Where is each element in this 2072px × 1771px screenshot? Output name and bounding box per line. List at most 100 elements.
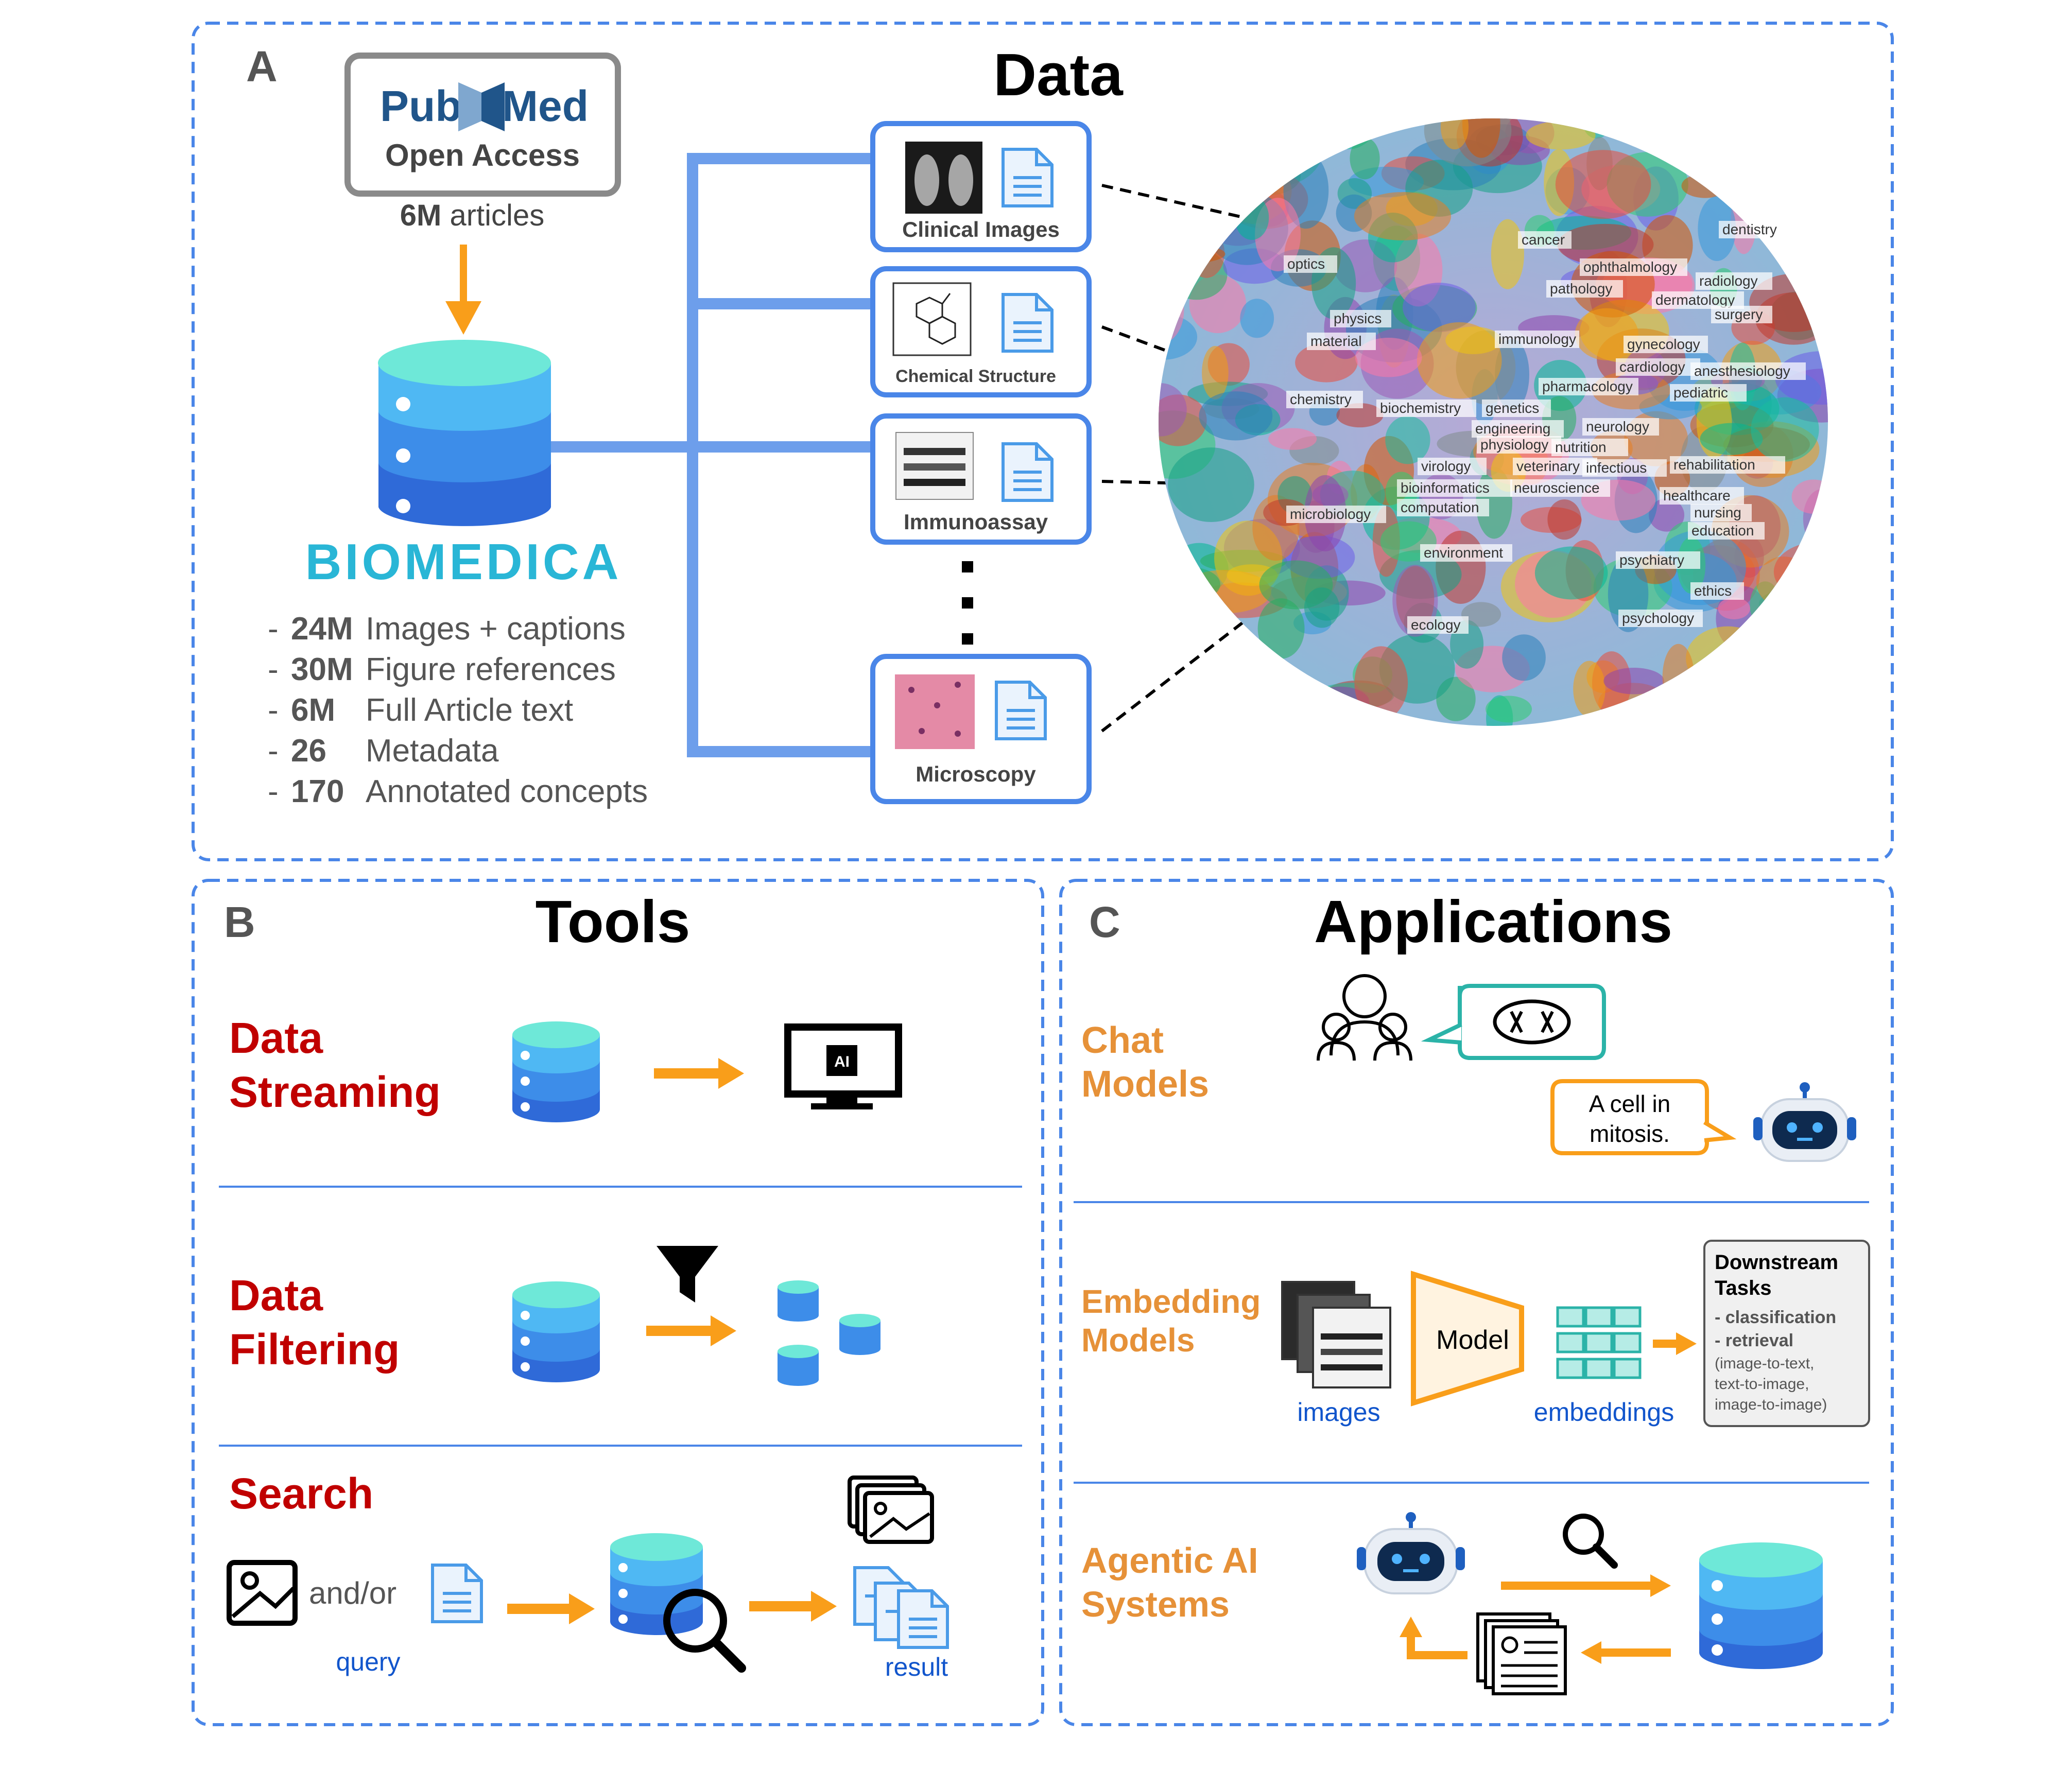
svg-text:physics: physics <box>1334 310 1382 326</box>
cloud-cluster-blob <box>1159 118 1232 165</box>
image-stack-icon <box>1281 1281 1391 1388</box>
svg-text:veterinary: veterinary <box>1516 458 1580 474</box>
svg-text:cardiology: cardiology <box>1619 359 1685 375</box>
cloud-cluster-blob <box>1526 121 1596 150</box>
tool-heading-search: Search <box>229 1469 373 1518</box>
document-icon <box>1002 442 1054 502</box>
cloud-cluster-blob <box>1798 118 1828 150</box>
task-detail: image-to-image) <box>1715 1396 1827 1413</box>
concept-label: infectious <box>1582 459 1667 477</box>
cloud-cluster-blob <box>1491 219 1524 289</box>
downstream-tasks-box: Downstream Tasks - classification - retr… <box>1703 1240 1870 1427</box>
document-icon <box>995 681 1047 740</box>
concept-label: neuroscience <box>1510 479 1610 497</box>
svg-text:nutrition: nutrition <box>1555 439 1607 455</box>
cloud-cluster-blob <box>1168 447 1254 523</box>
panel-b-title: Tools <box>536 888 690 955</box>
svg-text:gynecology: gynecology <box>1627 336 1700 352</box>
concept-label: genetics <box>1482 400 1551 417</box>
svg-text:microbiology: microbiology <box>1290 506 1371 522</box>
pubmed-logo-med: Med <box>502 82 589 130</box>
svg-text:biochemistry: biochemistry <box>1380 400 1461 416</box>
app-heading-embedding: Models <box>1081 1322 1195 1359</box>
concept-label: bioinformatics <box>1397 479 1512 497</box>
cloud-cluster-blob <box>1502 634 1546 681</box>
svg-text:rehabilitation: rehabilitation <box>1673 457 1755 473</box>
svg-text:ophthalmology: ophthalmology <box>1583 259 1677 275</box>
panel-c-border <box>1059 879 1894 1726</box>
model-label: Model <box>1436 1325 1509 1355</box>
concept-label: radiology <box>1696 272 1772 290</box>
more-modalities-ellipsis <box>962 561 973 645</box>
tool-heading-filtering: Data <box>229 1271 323 1319</box>
svg-text:education: education <box>1691 523 1754 539</box>
concept-label: microbiology <box>1286 506 1386 523</box>
svg-text:psychology: psychology <box>1622 610 1694 626</box>
pubmed-count: 6M articles <box>400 199 544 232</box>
cloud-cluster-blob <box>1668 697 1703 726</box>
concept-label: cardiology <box>1616 358 1700 376</box>
task-detail: text-to-image, <box>1715 1376 1809 1393</box>
cloud-cluster-blob <box>1573 661 1605 717</box>
cloud-cluster-blob <box>1813 118 1828 144</box>
cloud-cluster-blob <box>1240 675 1272 726</box>
cloud-cluster-blob <box>1350 137 1380 180</box>
ai-monitor-icon: AI <box>784 1023 902 1109</box>
svg-text:radiology: radiology <box>1699 273 1758 289</box>
cloud-cluster-blob <box>1739 118 1825 177</box>
svg-text:virology: virology <box>1421 458 1471 474</box>
svg-text:physiology: physiology <box>1480 437 1548 453</box>
concept-label: computation <box>1397 499 1489 516</box>
concept-label: physics <box>1330 310 1391 327</box>
histology-thumbnail <box>895 674 975 749</box>
user-group-icon <box>1317 974 1412 1061</box>
cloud-cluster-blob <box>1159 314 1198 360</box>
concept-label: material <box>1307 333 1376 350</box>
modality-label: Immunoassay <box>904 510 1048 534</box>
cloud-cluster-blob <box>1268 428 1317 450</box>
cloud-cluster-blob <box>1200 118 1284 139</box>
cloud-cluster-blob <box>1462 118 1500 158</box>
modality-connector-tree <box>551 153 870 757</box>
cloud-cluster-blob <box>1208 168 1235 231</box>
cloud-cluster-blob <box>1773 542 1828 602</box>
small-database-icon <box>778 1280 819 1322</box>
task-detail: (image-to-text, <box>1715 1355 1814 1372</box>
cloud-cluster-blob <box>1700 423 1763 455</box>
cloud-cluster-blob <box>1751 397 1819 462</box>
concept-label: virology <box>1418 458 1487 475</box>
cloud-cluster-blob <box>1159 276 1184 344</box>
svg-text:infectious: infectious <box>1586 460 1647 476</box>
tool-heading-filtering: Filtering <box>229 1325 400 1374</box>
embeddings-grid-icon <box>1556 1306 1642 1379</box>
panel-a-letter: A <box>246 42 278 91</box>
svg-text:nursing: nursing <box>1694 505 1741 520</box>
pubmed-book-icon <box>458 82 505 131</box>
database-icon <box>512 1281 600 1382</box>
svg-text:material: material <box>1310 333 1362 349</box>
cloud-cluster-blob <box>1534 546 1608 600</box>
tool-heading-streaming: Data <box>229 1014 323 1062</box>
svg-text:computation: computation <box>1401 499 1479 515</box>
modality-label: Chemical Structure <box>895 367 1056 386</box>
biomedica-database-icon <box>378 340 551 526</box>
svg-text:neuroscience: neuroscience <box>1514 480 1600 496</box>
cloud-cluster-blob <box>1686 626 1770 691</box>
svg-text:engineering: engineering <box>1475 421 1550 437</box>
cloud-cluster-blob <box>1555 150 1651 219</box>
document-results-stack-icon <box>853 1566 949 1649</box>
svg-text:environment: environment <box>1424 545 1503 561</box>
cloud-cluster-blob <box>1159 172 1193 222</box>
app-heading-agentic: Systems <box>1081 1584 1230 1624</box>
svg-text:psychiatry: psychiatry <box>1619 552 1684 568</box>
cloud-cluster-blob <box>1575 308 1638 360</box>
cloud-cluster-blob <box>1319 118 1378 149</box>
ai-chip-label: AI <box>834 1053 850 1070</box>
concept-label: environment <box>1420 544 1512 562</box>
cloud-cluster-blob <box>1403 283 1476 333</box>
app-heading-embedding: Embedding <box>1081 1283 1261 1320</box>
cloud-cluster-blob <box>1662 644 1695 710</box>
